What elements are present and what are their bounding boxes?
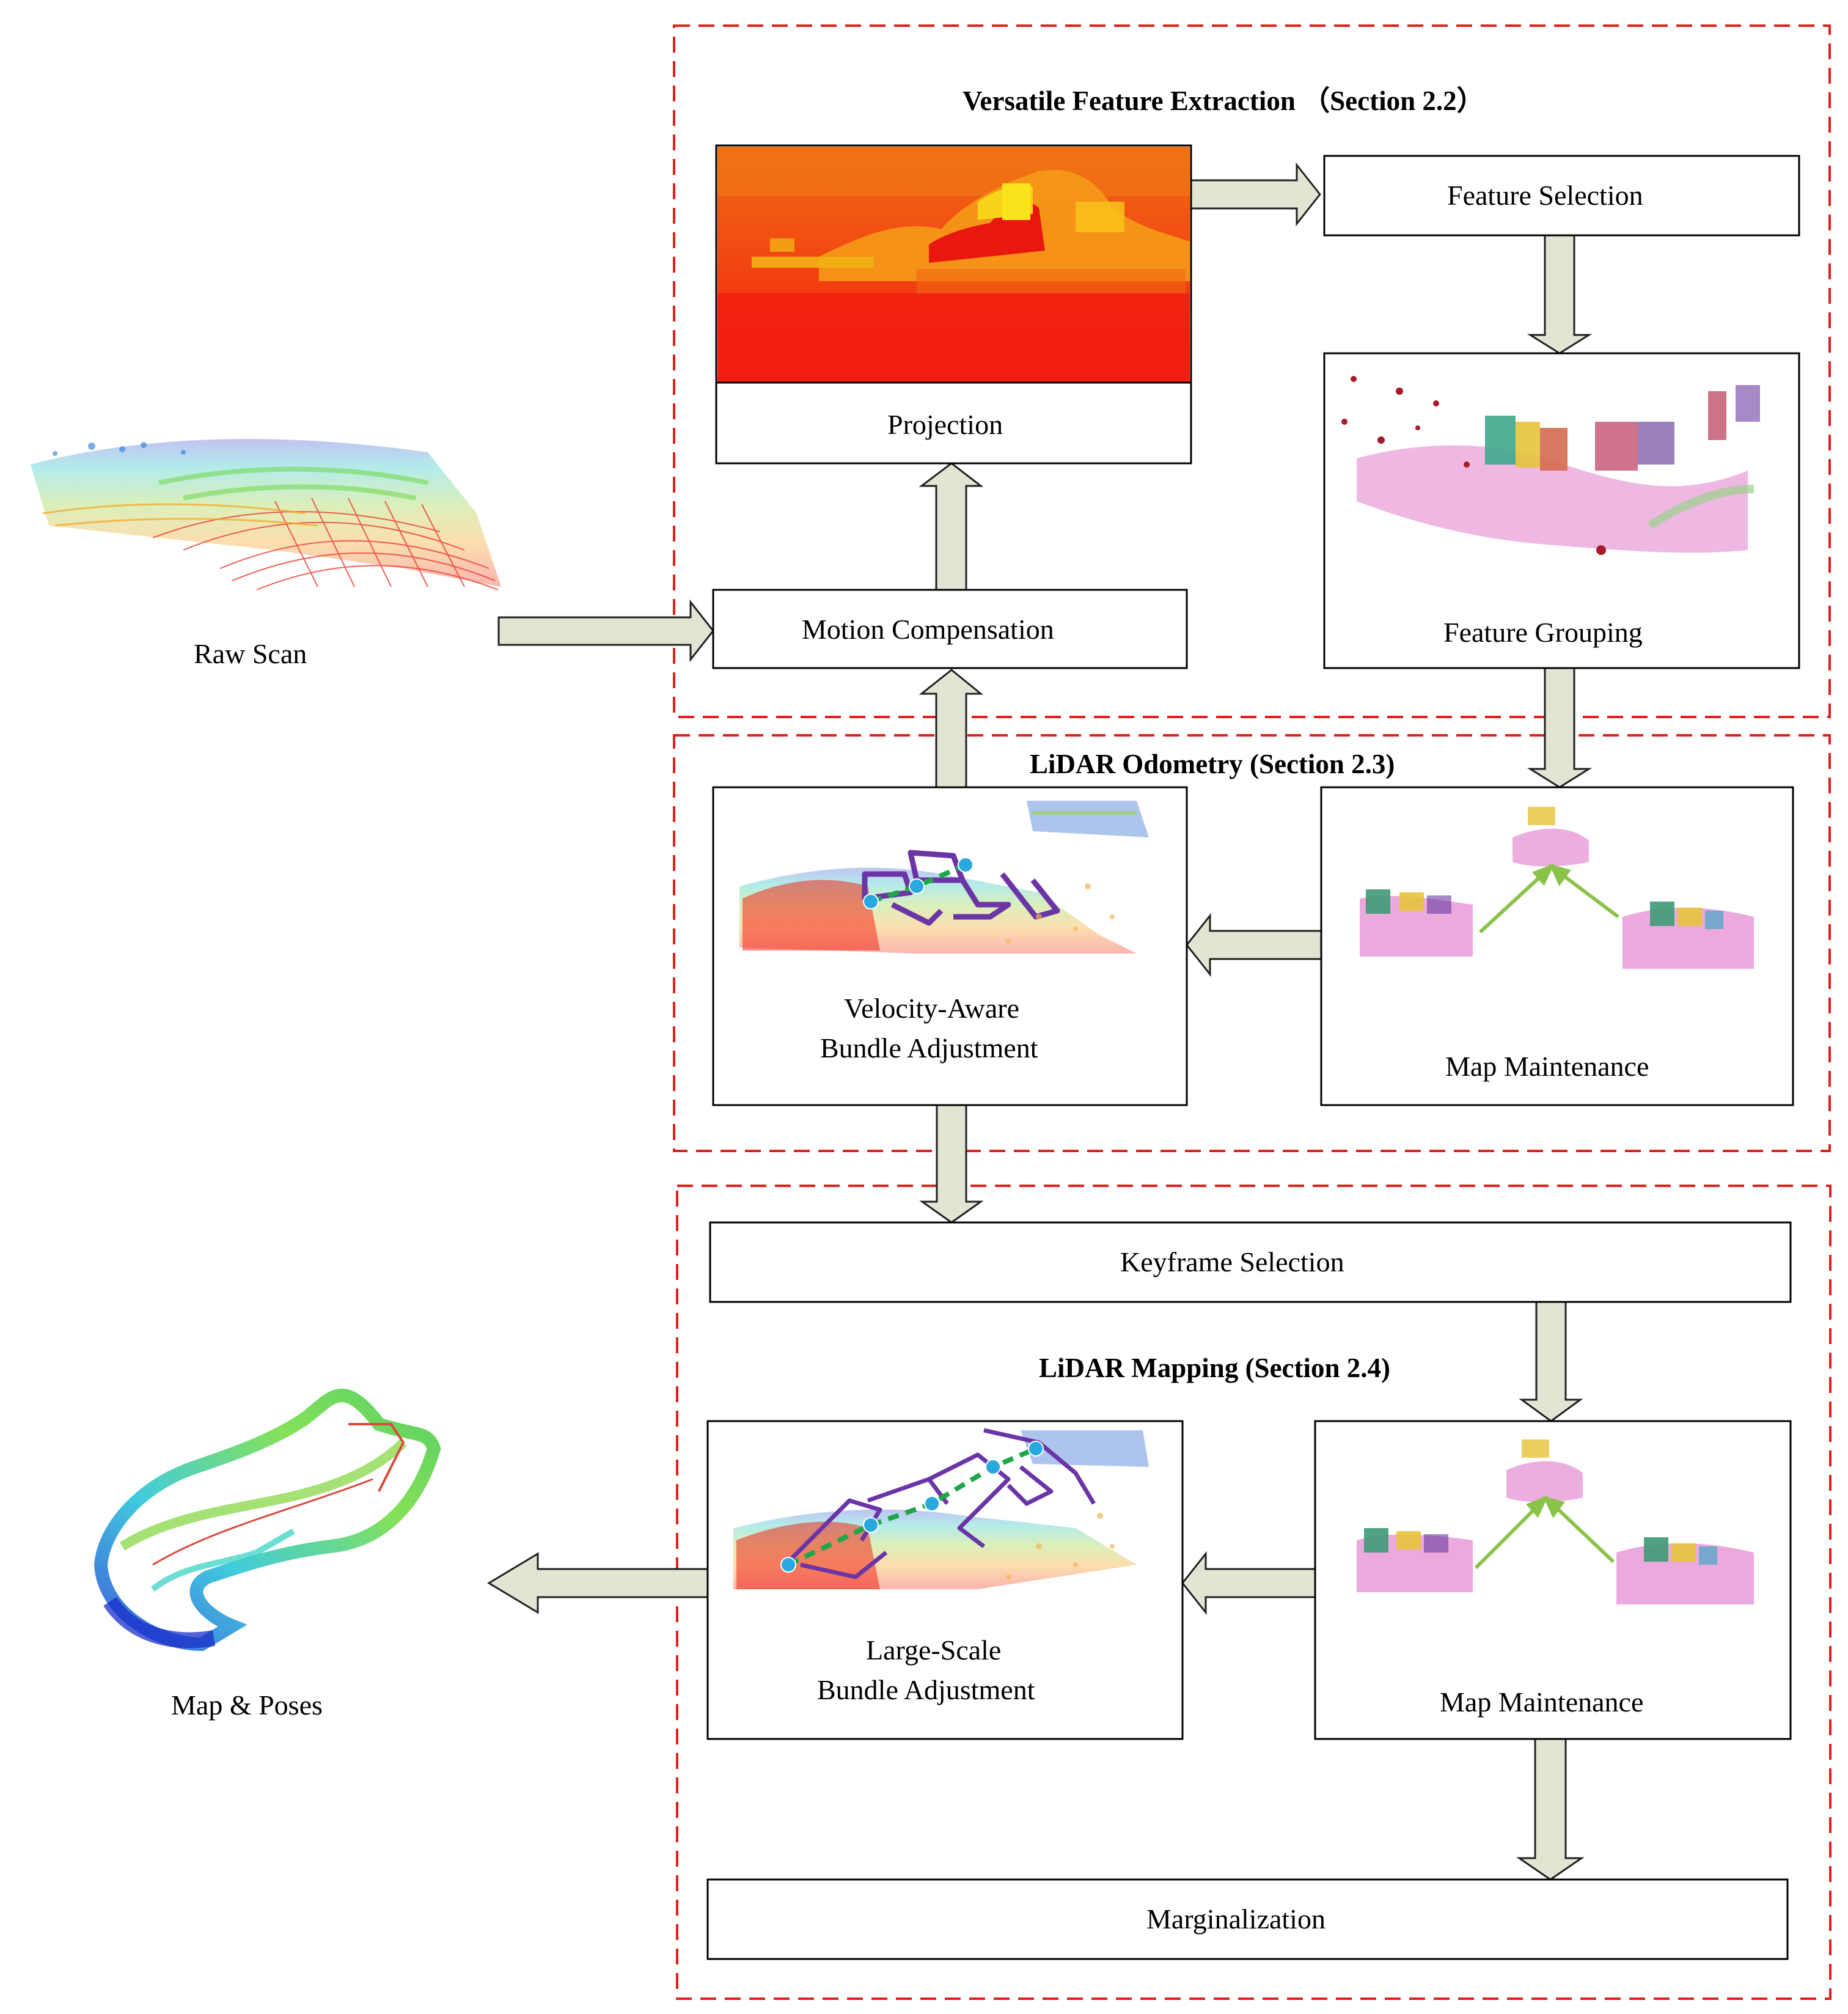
- arrow-maintenance-to-large-ba: [1181, 1551, 1316, 1615]
- feature-selection-node[interactable]: Feature Selection: [1323, 155, 1800, 237]
- section-title-odometry: LiDAR Odometry (Section 2.3): [1030, 749, 1395, 779]
- odometry-map-maintenance-label: Map Maintenance: [1445, 1051, 1649, 1082]
- marginalization-node[interactable]: Marginalization: [706, 1878, 1789, 1960]
- velocity-ba-label-line1: Velocity-Aware: [844, 993, 1019, 1024]
- map-poses-trajectory-icon: [94, 1389, 441, 1652]
- section-frame-extraction: [673, 24, 1831, 718]
- feature-grouping-label: Feature Grouping: [1443, 617, 1643, 648]
- large-scale-ba-label-line2: Bundle Adjustment: [817, 1674, 1035, 1705]
- arrow-velocity-ba-to-keyframe: [919, 1104, 984, 1224]
- arrow-selection-to-grouping: [1527, 234, 1593, 355]
- motion-compensation-label: Motion Compensation: [802, 614, 1054, 645]
- sliding-window-poses: [739, 801, 1149, 954]
- large-scale-ba-label-line1: Large-Scale: [866, 1634, 1001, 1666]
- arrow-keyframe-to-maintenance: [1519, 1301, 1583, 1422]
- velocity-ba-node[interactable]: Velocity-Aware Bundle Adjustment: [712, 786, 1188, 1106]
- arrow-grouping-to-maintenance: [1527, 667, 1593, 788]
- raw-scan-label: Raw Scan: [194, 638, 307, 669]
- map-poses-label: Map & Poses: [171, 1689, 323, 1721]
- large-scale-ba-node[interactable]: Large-Scale Bundle Adjustment: [706, 1420, 1184, 1740]
- velocity-ba-label-line2: Bundle Adjustment: [820, 1032, 1038, 1064]
- submap-merge: [1360, 807, 1754, 969]
- section-title-extraction: Versatile Feature Extraction （Section 2.…: [963, 86, 1484, 116]
- arrow-velocity-ba-to-motion: [919, 669, 984, 788]
- motion-compensation-node[interactable]: Motion Compensation: [712, 589, 1188, 669]
- odometry-map-maintenance-node[interactable]: Map Maintenance: [1320, 786, 1794, 1106]
- mapping-map-maintenance-node[interactable]: Map Maintenance: [1314, 1420, 1792, 1740]
- raw-scan-point-cloud-icon: [31, 439, 501, 590]
- section-title-mapping: LiDAR Mapping (Section 2.4): [1039, 1353, 1390, 1383]
- arrow-projection-to-selection: [1187, 162, 1321, 227]
- marginalization-label: Marginalization: [1146, 1903, 1326, 1935]
- submap-merge: [1357, 1439, 1754, 1604]
- feature-selection-label: Feature Selection: [1447, 180, 1643, 211]
- arrow-motion-to-projection: [919, 462, 984, 591]
- arrow-large-ba-to-output: [487, 1552, 709, 1614]
- feature-grouping-node[interactable]: Feature Grouping: [1323, 352, 1800, 669]
- keyframe-poses: [733, 1428, 1149, 1589]
- keyframe-selection-node[interactable]: Keyframe Selection: [709, 1221, 1792, 1303]
- keyframe-selection-label: Keyframe Selection: [1120, 1246, 1344, 1277]
- arrow-raw-to-motion: [497, 599, 714, 663]
- mapping-map-maintenance-label: Map Maintenance: [1440, 1686, 1643, 1718]
- projection-label: Projection: [887, 409, 1003, 440]
- arrow-maintenance-to-velocity-ba: [1186, 913, 1322, 977]
- section-frame-odometry: [673, 734, 1831, 1152]
- grouped-point-cloud: [1341, 376, 1760, 555]
- projection-node[interactable]: Projection: [715, 144, 1192, 465]
- range-image: [717, 147, 1190, 382]
